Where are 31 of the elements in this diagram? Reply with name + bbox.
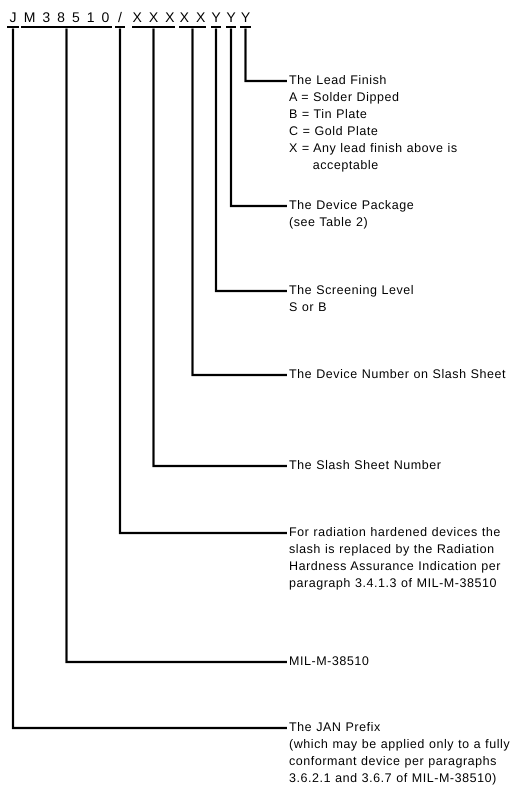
description-heading: The Screening Level xyxy=(289,282,416,299)
description-line: A = Solder Dipped xyxy=(289,89,400,106)
description-heading: The Lead Finish xyxy=(289,72,388,89)
description-text: For radiation hardened devices the slash is replaced by the Radiation Hardness Assurance Indication per paragraph 3.4.1.3 of MIL-M-38510 xyxy=(289,524,525,592)
description-text: MIL-M-38510 xyxy=(289,653,525,670)
part-number-segment: Y xyxy=(226,8,236,28)
part-number-segment: XX xyxy=(179,8,206,28)
part-number-segment: Y xyxy=(211,8,221,28)
part-number-segment: / xyxy=(115,8,125,28)
leader-line xyxy=(191,28,287,376)
description-line: C = Gold Plate xyxy=(289,123,380,140)
description-text: The Device Number on Slash Sheet xyxy=(289,366,525,383)
description-heading: The JAN Prefix xyxy=(289,719,382,736)
description-line: S or B xyxy=(289,299,328,316)
description-text: The Slash Sheet Number xyxy=(289,457,525,474)
description-line: (see Table 2) xyxy=(289,214,370,231)
leader-line xyxy=(65,28,287,664)
leader-line xyxy=(12,28,287,730)
description-line: B = Tin Plate xyxy=(289,106,368,123)
leader-line xyxy=(118,28,287,534)
description-line: (which may be applied only to a fully conformant device per paragraphs 3.6.2.1 and 3.6.7 of MIL-M-38510) xyxy=(289,736,512,787)
description-line: X = Any lead finish above is acceptable xyxy=(289,140,459,174)
leader-line xyxy=(230,28,287,208)
part-number-segment: M38510 xyxy=(21,8,112,28)
part-number-segment: Y xyxy=(240,8,251,28)
leader-line xyxy=(152,28,287,468)
description-heading: The Device Package xyxy=(289,197,416,214)
part-number-segment: XXX xyxy=(132,8,175,28)
leader-line xyxy=(214,28,287,292)
part-number-segment: J xyxy=(7,8,19,28)
leader-line xyxy=(244,28,287,82)
